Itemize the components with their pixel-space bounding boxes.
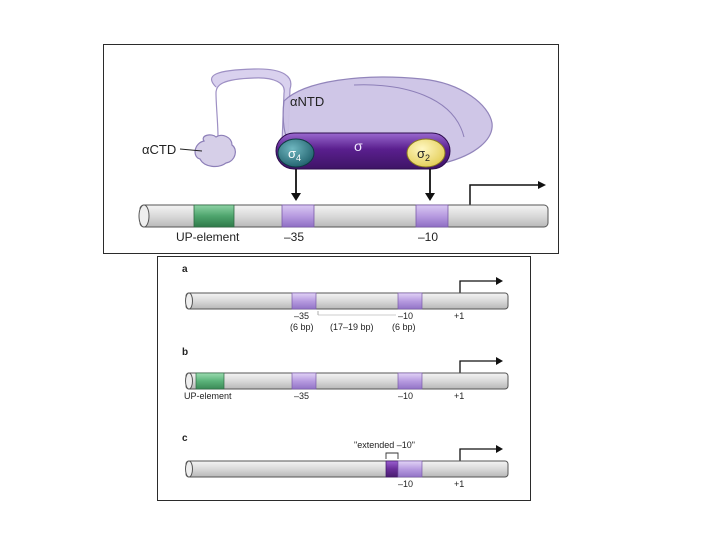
- transcription-start-arrow: [469, 181, 546, 205]
- panel-c-letter: c: [182, 433, 188, 444]
- b-minus10-box: [397, 372, 423, 390]
- start-arrow-a: [459, 277, 503, 293]
- alpha-ntd-fold: [353, 84, 465, 138]
- alpha-ctd-domain: [194, 134, 236, 168]
- sigma-label: σ: [354, 138, 363, 154]
- b-up-element-label: UP-element: [184, 391, 232, 401]
- a-spacer-bracket: [317, 311, 396, 316]
- a-plus1-label: +1: [454, 311, 464, 321]
- binding-arrows: [291, 169, 435, 201]
- minus35-label: –35: [284, 230, 304, 244]
- a-spacing-mid-label: (17–19 bp): [330, 322, 374, 332]
- start-arrow-c: [459, 445, 503, 461]
- b-up-element-box: [195, 372, 225, 390]
- sigma2-arrowhead: [425, 193, 435, 201]
- start-arrow-b: [459, 357, 503, 373]
- rnap-diagram: αNTD αCTD σ σ4 σ2 UP-element: [138, 68, 549, 244]
- up-element-label: UP-element: [176, 230, 240, 244]
- a-minus35-box: [291, 292, 317, 310]
- dna-duplex-top: [138, 204, 549, 228]
- a-minus35-label: –35: [294, 311, 309, 321]
- rnap-promoter-panel: αNTD αCTD σ σ4 σ2 UP-element: [103, 44, 559, 254]
- alpha-ctd-leader: [179, 148, 203, 152]
- c-extended-box: [385, 460, 399, 478]
- c-plus1-label: +1: [454, 479, 464, 489]
- panel-b-letter: b: [182, 347, 188, 358]
- alpha-ctd-label: αCTD: [142, 142, 176, 157]
- c-extended-label: "extended –10": [354, 440, 415, 450]
- alpha-arm: [210, 68, 292, 144]
- b-minus35-box: [291, 372, 317, 390]
- c-minus10-label: –10: [398, 479, 413, 489]
- a-spacing-10-label: (6 bp): [392, 322, 416, 332]
- dna-duplex-c: [185, 460, 509, 478]
- promoter-variants-panel: a –35 –10 +1 (6 bp) (17–19 bp) (6 bp) b: [157, 256, 531, 501]
- dna-duplex-a: [185, 292, 509, 310]
- sigma4-domain: [277, 138, 315, 168]
- b-minus35-label: –35: [294, 391, 309, 401]
- alpha-ntd-label: αNTD: [290, 94, 324, 109]
- minus10-label: –10: [418, 230, 438, 244]
- c-extended-bracket: [385, 452, 399, 459]
- dna-duplex-b: [185, 372, 509, 390]
- sigma2-label: σ2: [417, 146, 430, 163]
- a-spacing-35-label: (6 bp): [290, 322, 314, 332]
- sigma4-label: σ4: [288, 146, 301, 163]
- minus35-box: [281, 204, 315, 228]
- b-minus10-label: –10: [398, 391, 413, 401]
- a-minus10-box: [397, 292, 423, 310]
- sigma-factor: [275, 132, 451, 170]
- a-minus10-label: –10: [398, 311, 413, 321]
- up-element-box: [193, 204, 235, 228]
- panel-a-letter: a: [182, 264, 188, 275]
- sigma-body: [275, 132, 451, 170]
- minus10-box: [415, 204, 449, 228]
- sigma4-arrowhead: [291, 193, 301, 201]
- c-minus10-box: [397, 460, 423, 478]
- sigma2-domain: [406, 138, 446, 168]
- b-plus1-label: +1: [454, 391, 464, 401]
- promoter-variants-diagram: a –35 –10 +1 (6 bp) (17–19 bp) (6 bp) b: [182, 264, 509, 489]
